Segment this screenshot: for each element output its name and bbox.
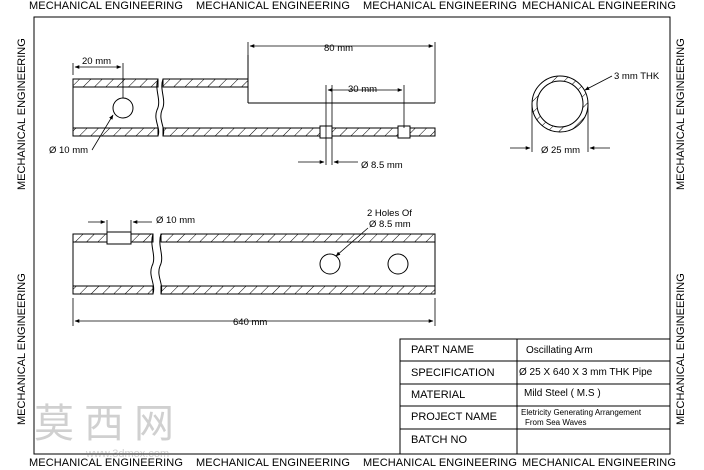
title-block-label-specification: SPECIFICATION	[411, 367, 495, 379]
title-block-label-material: MATERIAL	[411, 389, 466, 401]
border-text-bottom-2: MECHANICAL ENGINEERING	[196, 457, 350, 469]
border-text-bottom-3: MECHANICAL ENGINEERING	[363, 457, 517, 469]
frame-border	[33, 16, 671, 455]
dim-front-hole: Ø 10 mm	[156, 215, 196, 226]
dim-section-length: 80 mm	[324, 43, 354, 54]
border-text-top-2: MECHANICAL ENGINEERING	[196, 0, 350, 12]
title-block-value-project-line-2: From Sea Waves	[525, 418, 587, 427]
dim-overall-length: 640 mm	[233, 317, 268, 328]
border-text-left-1: MECHANICAL ENGINEERING	[16, 38, 28, 190]
dim-holes-note-1: 2 Holes Of	[367, 208, 412, 219]
border-text-bottom-1: MECHANICAL ENGINEERING	[29, 457, 183, 469]
border-text-top-3: MECHANICAL ENGINEERING	[363, 0, 517, 12]
border-text-right-1: MECHANICAL ENGINEERING	[675, 38, 687, 190]
title-block-value-specification: Ø 25 X 640 X 3 mm THK Pipe	[519, 367, 653, 378]
dim-hole-offset: 20 mm	[82, 56, 112, 67]
dim-outer-diameter: Ø 25 mm	[541, 145, 581, 156]
border-text-bottom-4: MECHANICAL ENGINEERING	[522, 457, 676, 469]
border-text-top-4: MECHANICAL ENGINEERING	[522, 0, 676, 12]
border-text-left-2: MECHANICAL ENGINEERING	[16, 273, 28, 425]
border-text-top-1: MECHANICAL ENGINEERING	[29, 0, 183, 12]
end-view	[510, 75, 613, 152]
dim-thickness: 3 mm THK	[614, 71, 660, 82]
dim-small-hole: Ø 8.5 mm	[361, 160, 403, 171]
watermark-url: www.3dmox.com	[86, 448, 170, 460]
title-block-value-project-line-1: Eletricity Generating Arrangement	[521, 408, 642, 417]
title-block-grid	[399, 338, 671, 455]
watermark-text: 莫西网	[34, 401, 184, 447]
front-view	[72, 220, 436, 326]
title-block-value-material: Mild Steel ( M.S )	[524, 388, 601, 399]
title-block-label-batch-no: BATCH NO	[411, 434, 468, 446]
top-view	[72, 42, 436, 165]
border-text-right-2: MECHANICAL ENGINEERING	[675, 273, 687, 425]
dim-hole-spacing: 30 mm	[348, 84, 378, 95]
title-block-label-project-name: PROJECT NAME	[411, 411, 497, 423]
title-block-value-part-name: Oscillating Arm	[526, 345, 593, 356]
dim-holes-note-2: Ø 8.5 mm	[369, 219, 411, 230]
title-block-label-part-name: PART NAME	[411, 344, 474, 356]
dim-large-hole: Ø 10 mm	[49, 145, 89, 156]
